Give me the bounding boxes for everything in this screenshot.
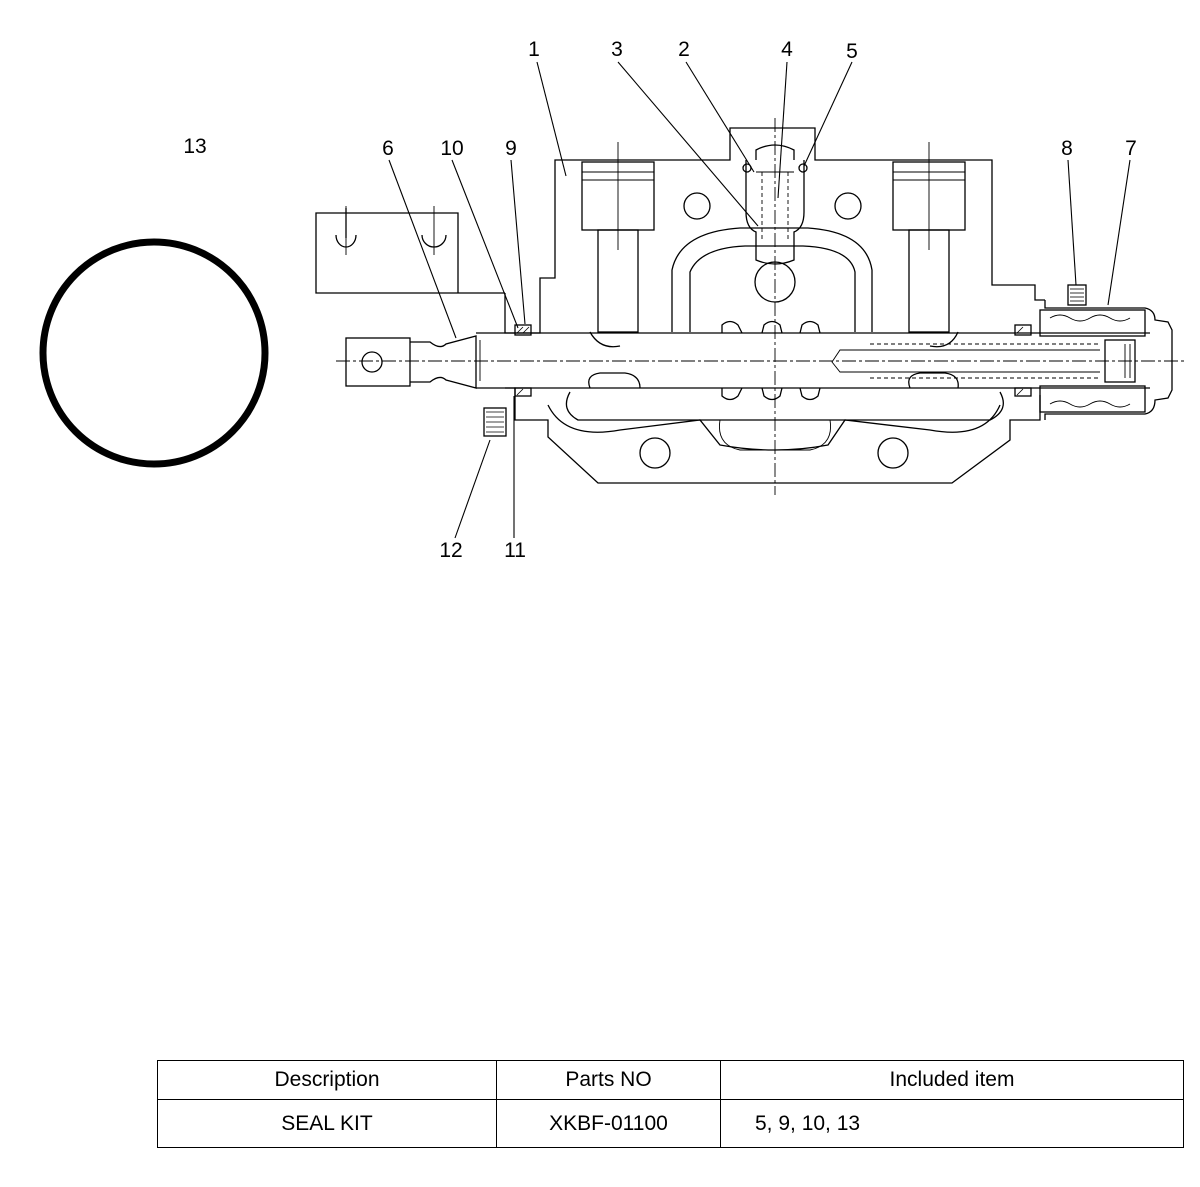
cell-description: SEAL KIT [157, 1099, 497, 1148]
callout-7: 7 [1125, 137, 1137, 160]
callout-8: 8 [1061, 137, 1073, 160]
valve-body-1 [504, 127, 1045, 484]
spring-cap-7 [1039, 300, 1173, 420]
header-included-item: Included item [720, 1060, 1184, 1100]
header-parts-no: Parts NO [496, 1060, 721, 1100]
callout-5: 5 [846, 40, 858, 63]
screw-12 [483, 407, 507, 437]
spool-6 [345, 332, 1150, 389]
callout-11: 11 [504, 539, 526, 562]
table-row: SEAL KIT XKBF-01100 5, 9, 10, 13 [157, 1099, 1184, 1148]
callout-6: 6 [382, 137, 394, 160]
table-header-row: Description Parts NO Included item [157, 1060, 1184, 1100]
cell-parts-no: XKBF-01100 [496, 1099, 721, 1148]
callout-2: 2 [678, 38, 690, 61]
o-ring-13 [39, 238, 269, 468]
mounting-bracket [315, 206, 505, 294]
spool-seals [514, 324, 1032, 397]
leader-lines [388, 61, 1131, 539]
cell-included-item: 5, 9, 10, 13 [720, 1099, 1184, 1148]
valve-cross-section-diagram: 1 2 3 4 5 6 7 8 9 10 11 12 13 [39, 38, 1185, 562]
callout-13: 13 [183, 135, 206, 158]
callout-3: 3 [611, 38, 623, 61]
callout-1: 1 [528, 38, 540, 61]
callout-9: 9 [505, 137, 517, 160]
screw-8 [1067, 284, 1087, 306]
header-description: Description [157, 1060, 497, 1100]
callout-4: 4 [781, 38, 793, 61]
callout-10: 10 [440, 137, 463, 160]
callout-12: 12 [439, 539, 462, 562]
seal-kit-table: Description Parts NO Included item SEAL … [157, 1060, 1184, 1148]
